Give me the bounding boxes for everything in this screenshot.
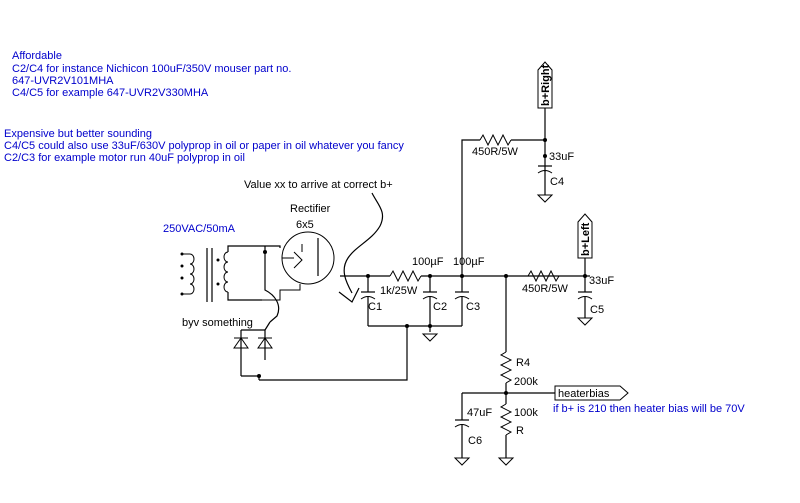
c2-label: C2 [433,301,447,313]
resistor-1k [389,269,422,283]
note-expensive-line-2: C2/C3 for example motor run 40uF polypro… [4,152,245,164]
c4-value: 33uF [549,151,574,163]
value-arrow-head [338,287,360,303]
c5-value: 33uF [589,275,614,287]
c6-value: 47uF [467,407,492,419]
c3-label: C3 [466,301,480,313]
note-affordable-title: Affordable [12,50,62,62]
capacitor-c1 [360,276,376,326]
transformer-label: 250VAC/50mA [163,223,236,235]
note-affordable-line-1: C2/C4 for instance Nichicon 100uF/350V m… [12,63,291,75]
value-note: Value xx to arrive at correct b+ [244,179,393,191]
r-input-label: 1k/25W [380,285,418,297]
r4-value: 200k [514,376,538,388]
note-affordable-line-3: C4/C5 for example 647-UVR2V330MHA [12,87,209,99]
junction [543,154,547,158]
heaterbias-port: heaterbias [554,385,629,401]
rectifier-tube [262,231,335,301]
ground-c2 [421,333,439,342]
junction [405,324,409,328]
c4-label: C4 [550,176,564,188]
resistor-450r-right [479,133,512,147]
b-left-port: b+Left [577,213,593,259]
wire-sec-bottom [227,292,262,301]
capacitor-c3 [430,276,470,327]
r-low-label: R [516,425,524,437]
capacitor-c4 [536,165,554,203]
note-expensive-line-1: C4/C5 could also use 33uF/630V polyprop … [4,140,404,152]
resistor-100k [499,403,513,436]
wire-ground-return [259,326,408,381]
wire-sec-tap [264,246,280,323]
heaterbias-label: heaterbias [558,388,610,400]
c2-value: 100µF [412,256,444,268]
note-affordable-line-2: 647-UVR2V101MHA [12,75,114,87]
b-right-label: b+Right [540,64,552,106]
r-left-label: 450R/5W [522,283,568,295]
junction [263,250,267,254]
wire-diode-feed [264,321,271,331]
tube-label: 6x5 [296,219,314,231]
value-arrow [343,192,384,294]
r-low-value: 100k [514,407,538,419]
note-expensive-title: Expensive but better sounding [4,128,152,140]
wire-right-branch [461,139,480,276]
diodes-label: byv something [182,317,253,329]
b-left-label: b+Left [580,222,592,256]
capacitor-c5 [576,291,594,326]
c6-label: C6 [468,435,482,447]
ground-r [497,457,515,466]
c5-label: C5 [590,304,604,316]
capacitor-c6 [453,419,471,466]
b-right-port: b+Right [537,61,553,109]
wire-sec-top [227,245,281,252]
r4-label: R4 [516,357,530,369]
resistor-450r-left [527,269,560,283]
heater-note: if b+ is 210 then heater bias will be 70… [553,403,745,415]
c3-value: 100µF [453,256,485,268]
rectifier-label: Rectifier [290,203,331,215]
c1-label: C1 [368,301,382,313]
r-right-label: 450R/5W [472,146,518,158]
diode-pair [233,329,273,380]
resistor-r4 [499,351,513,384]
transformer [180,248,229,302]
